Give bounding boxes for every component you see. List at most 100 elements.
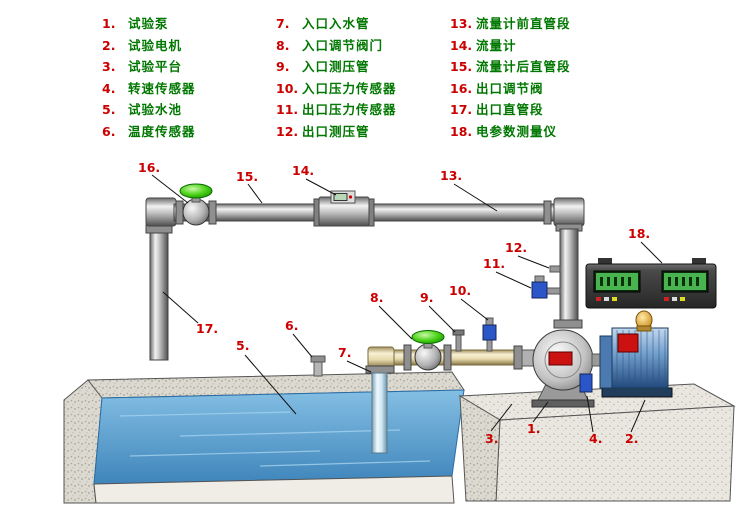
legend-item-label: 出口调节阀 [476, 80, 544, 96]
sensor-body [313, 361, 323, 377]
legend-item-number: 9. [276, 59, 290, 74]
callout-5: 5. [236, 338, 297, 415]
meter-tab [692, 258, 706, 266]
legend-item: 7.入口入水管 [276, 13, 397, 35]
legend-item-number: 15. [450, 59, 473, 74]
legend-item-number: 14. [450, 37, 473, 53]
pool-front-wall [93, 475, 455, 504]
flowmeter-led [348, 195, 353, 199]
legend-column-3: 13.流量计前直管段 14.流量计 15.流量计后直管段 16.出口调节阀 17… [450, 13, 571, 142]
legend-item-label: 出口测压管 [302, 123, 370, 139]
legend-item-number: 4. [102, 80, 116, 96]
pipe-7-suction [371, 372, 388, 454]
legend-item: 2. 试验电机 [102, 35, 196, 57]
flange [543, 200, 552, 225]
inlet-valve-handle [411, 330, 445, 344]
callout-6: 6. [285, 318, 313, 358]
meter-buttons [596, 297, 685, 301]
legend-item-number: 6. [102, 123, 116, 139]
legend-item-label: 入口测压管 [302, 59, 370, 74]
callout-7-label: 7. [338, 345, 351, 360]
legend-item-label: 出口压力传感器 [302, 102, 397, 117]
elbow-top-right [553, 197, 585, 227]
callout-16-label: 16. [138, 160, 160, 175]
legend-item-number: 18. [450, 123, 473, 139]
callout-9: 9. [420, 290, 456, 333]
callout-2: 2. [625, 399, 646, 446]
legend-item-label: 转速传感器 [128, 80, 196, 96]
inlet-piping [365, 317, 523, 454]
meter-digits-left [600, 277, 631, 286]
meter-digits-right [668, 277, 699, 286]
legend-item-number: 17. [450, 102, 473, 117]
outlet-pressure-sensor [531, 281, 548, 299]
legend-item-label: 流量计前直管段 [476, 16, 571, 31]
legend-item-number: 8. [276, 37, 290, 53]
legend-column-2: 7.入口入水管 8.入口调节阀门 9.入口测压管 10.入口压力传感器 11.出… [276, 13, 397, 142]
callout-10: 10. [449, 283, 489, 321]
legend-item: 14.流量计 [450, 35, 571, 57]
callout-16: 16. [138, 160, 189, 204]
legend-item: 10.入口压力传感器 [276, 78, 397, 100]
callout-7: 7. [338, 345, 372, 373]
legend-item: 15.流量计后直管段 [450, 56, 571, 78]
legend-item-label: 试验电机 [128, 37, 183, 53]
sensor-stub [545, 287, 561, 295]
callout-9-label: 9. [420, 290, 433, 305]
legend-item-number: 5. [102, 102, 116, 117]
callout-10-label: 10. [449, 283, 471, 298]
motor-base [601, 387, 673, 398]
callout-4-label: 4. [589, 431, 602, 446]
pump-baseplate [531, 399, 595, 408]
legend-item: 18.电参数测量仪 [450, 121, 571, 143]
flowmeter [313, 190, 375, 227]
legend-item: 16.出口调节阀 [450, 78, 571, 100]
callout-15: 15. [236, 169, 263, 204]
legend-item: 6.温度传感器 [102, 121, 196, 143]
pump-casing-ring [544, 341, 582, 379]
flange [553, 319, 583, 329]
flange [443, 344, 452, 371]
legend-item: 12.出口测压管 [276, 121, 397, 143]
legend-item-label: 流量计后直管段 [476, 59, 571, 74]
pool-water [93, 389, 465, 485]
legend-item-number: 12. [276, 123, 299, 139]
callout-6-label: 6. [285, 318, 298, 333]
pipe-outlet-vertical [559, 228, 579, 323]
outlet-valve-handle [179, 183, 213, 199]
callout-13: 13. [440, 168, 498, 212]
outlet-pressure-tube [549, 265, 561, 273]
meter-tab [598, 258, 612, 266]
flange [175, 200, 184, 225]
legend-item: 9. 入口测压管 [276, 56, 397, 78]
legend-item-label: 试验平台 [128, 59, 183, 74]
platform-left-side [459, 395, 501, 502]
callout-12: 12. [505, 240, 550, 269]
tube-cap [452, 329, 465, 336]
motor-red-panel [617, 333, 639, 353]
temperature-sensor [310, 355, 326, 377]
flowmeter-screen [333, 193, 348, 201]
valve-body [182, 198, 210, 226]
legend-item-number: 2. [102, 37, 116, 53]
legend-column-1: 1.试验泵 2.试验电机 3.试验平台 4.转速传感器 5.试验水池 6.温度传… [102, 13, 196, 142]
callout-13-label: 13. [440, 168, 462, 183]
legend-item-label: 入口入水管 [302, 16, 370, 31]
callout-17: 17. [162, 291, 218, 336]
callout-1: 1. [527, 401, 549, 436]
flange [403, 344, 412, 371]
callout-3-label: 3. [485, 431, 498, 446]
legend-item-label: 试验泵 [128, 16, 169, 31]
inlet-pressure-sensor [482, 324, 497, 341]
power-meter [585, 258, 717, 309]
callout-5-label: 5. [236, 338, 249, 353]
flange [208, 200, 217, 225]
legend: 1.试验泵 2.试验电机 3.试验平台 4.转速传感器 5.试验水池 6.温度传… [0, 13, 748, 148]
legend-item-label: 入口调节阀门 [302, 37, 384, 53]
callout-18-label: 18. [628, 226, 650, 241]
motor-endcap [599, 335, 613, 389]
legend-item: 3.试验平台 [102, 56, 196, 78]
legend-item-label: 入口压力传感器 [302, 80, 397, 96]
speed-sensor [579, 373, 593, 393]
